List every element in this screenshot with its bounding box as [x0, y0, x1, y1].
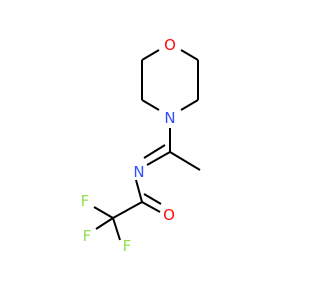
bond-o-c1: [141, 49, 160, 61]
atom-nitrogen-ring: N: [164, 109, 175, 127]
bond-n-c3: [180, 99, 199, 111]
atom-fluorine-3: F: [123, 237, 132, 255]
bond-camidine-nimine-2: [143, 144, 166, 159]
atom-labels: O N N O F F F: [81, 36, 176, 255]
bond-ccarbonyl-o-1: [141, 201, 161, 213]
bond-camidine-methyl: [169, 151, 201, 171]
atom-fluorine-2: F: [83, 227, 92, 245]
atom-nitrogen-imine: N: [133, 163, 144, 181]
molecule-structure: O N N O F F F: [81, 36, 201, 255]
bond-ccarbonyl-cf3: [112, 201, 143, 219]
bond-nimine-ccarbonyl: [135, 179, 143, 203]
atom-oxygen-carbonyl: O: [163, 206, 175, 224]
bond-cf3-f2: [95, 217, 114, 230]
bonds: [93, 49, 201, 241]
bond-camidine-nimine-1: [146, 151, 171, 166]
bond-cf3-f1: [93, 206, 114, 219]
bond-c4-o: [180, 49, 199, 61]
atom-oxygen-ring: O: [164, 36, 176, 54]
bond-c2-n: [141, 99, 160, 111]
bond-ccarbonyl-o-2: [143, 193, 162, 205]
bond-cf3-f3: [112, 217, 121, 241]
atom-fluorine-1: F: [81, 192, 90, 210]
